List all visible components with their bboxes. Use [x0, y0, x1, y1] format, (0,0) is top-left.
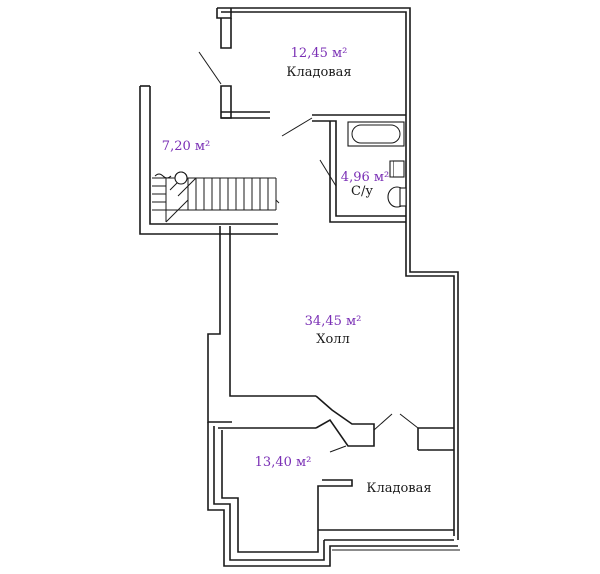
- room-name-bathroom: С/у: [351, 184, 373, 199]
- doors: [198, 51, 419, 453]
- walls: [139, 7, 460, 567]
- room-area-bottom: 13,40 м²: [255, 455, 312, 470]
- bathtub-icon: [347, 121, 405, 147]
- toilet-icon: [387, 160, 407, 208]
- room-area-hall: 34,45 м²: [305, 314, 362, 329]
- room-labels: 12,45 м² Кладовая 7,20 м² 4,96 м² С/у 34…: [162, 46, 432, 496]
- room-name-storage-top: Кладовая: [286, 65, 351, 80]
- room-name-hall: Холл: [316, 332, 350, 347]
- room-name-storage-bottom: Кладовая: [366, 481, 431, 496]
- room-area-stair-hall: 7,20 м²: [162, 139, 210, 154]
- staircase: [152, 171, 280, 223]
- room-area-storage-top: 12,45 м²: [291, 46, 348, 61]
- room-area-bathroom: 4,96 м²: [341, 170, 389, 185]
